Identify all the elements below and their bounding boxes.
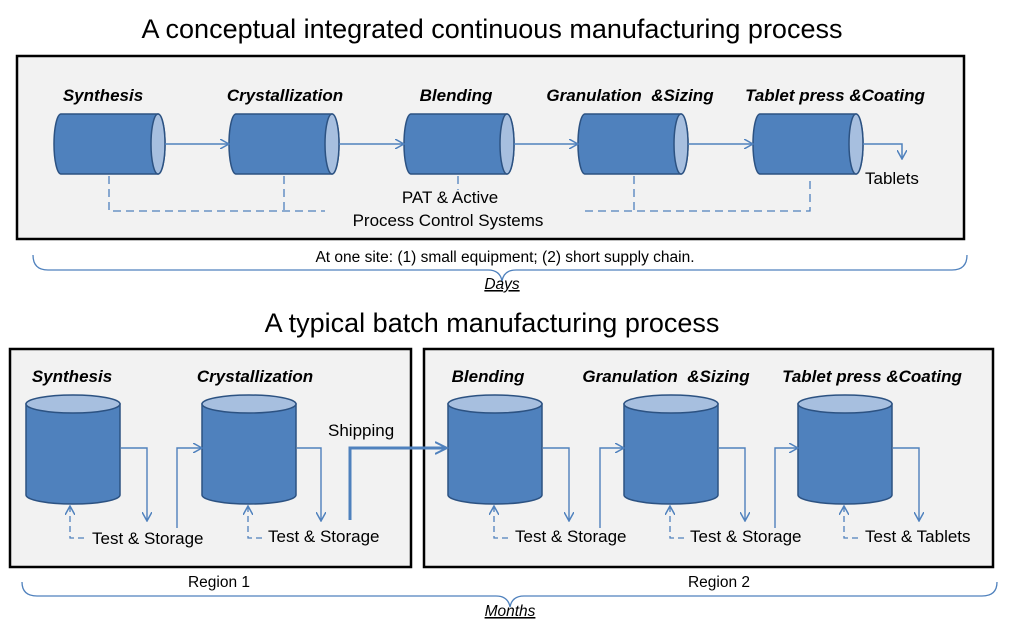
batch-vessel-tablet-press: [797, 394, 893, 505]
batch-vessel-granulation: [623, 394, 719, 505]
continuous-output-label: Tablets: [865, 169, 919, 188]
batch-test-label-1: Test & Storage: [92, 529, 204, 548]
batch-brace: [21, 581, 998, 608]
batch-vessel-synthesis: [25, 394, 121, 505]
batch-test-label-3: Test & Storage: [515, 527, 627, 546]
batch-vessel-blending: [447, 394, 543, 505]
region1-label: Region 1: [188, 574, 250, 591]
batch-stage-crystallization: Crystallization: [197, 367, 313, 386]
pat-label-line2: Process Control Systems: [353, 211, 544, 230]
batch-stage-tablet-press: Tablet press &Coating: [782, 367, 962, 386]
batch-flow-arrow-2: [176, 448, 201, 528]
continuous-vessel-synthesis: [53, 113, 166, 175]
continuous-vessel-crystallization: [228, 113, 340, 175]
shipping-arrow: [348, 448, 446, 520]
continuous-vessel-tablet-press: [752, 113, 864, 175]
batch-test-feedback-2: [248, 507, 262, 539]
batch-vessel-crystallization: [201, 394, 297, 505]
batch-test-label-4: Test & Storage: [690, 527, 802, 546]
continuous-duration: Days: [484, 276, 520, 293]
batch-stage-granulation: Granulation &Sizing: [582, 367, 750, 386]
batch-flow-arrow-1: [121, 447, 147, 520]
continuous-vessel-granulation: [577, 113, 689, 175]
batch-test-feedback-1: [70, 507, 84, 539]
pat-control-lines: [108, 176, 811, 212]
batch-test-label-5: Test & Tablets: [865, 527, 971, 546]
pat-label-line1: PAT & Active: [402, 188, 498, 207]
continuous-stage-granulation: Granulation &Sizing: [546, 86, 714, 105]
batch-flow-arrow-5: [599, 448, 623, 528]
batch-test-feedback-3: [494, 507, 508, 539]
batch-flow-arrow-7: [774, 448, 797, 528]
batch-stage-synthesis: Synthesis: [32, 367, 112, 386]
continuous-stage-crystallization: Crystallization: [227, 86, 343, 105]
batch-flow-arrow-3: [297, 447, 321, 520]
continuous-stage-tablet-press: Tablet press &Coating: [745, 86, 925, 105]
continuous-stage-blending: Blending: [420, 86, 493, 105]
batch-duration: Months: [485, 603, 536, 620]
continuous-vessel-blending: [403, 113, 515, 175]
continuous-title: A conceptual integrated continuous manuf…: [142, 14, 843, 44]
batch-stage-blending: Blending: [452, 367, 525, 386]
region2-label: Region 2: [688, 574, 750, 591]
batch-flow-arrow-6: [719, 447, 745, 520]
batch-flow-arrow-4: [543, 447, 569, 520]
batch-test-feedback-5: [844, 507, 858, 539]
continuous-stage-synthesis: Synthesis: [63, 86, 143, 105]
continuous-brace-note: At one site: (1) small equipment; (2) sh…: [315, 249, 694, 266]
batch-flow-arrow-8: [893, 447, 919, 520]
continuous-output-arrow: [863, 143, 902, 158]
batch-test-label-2: Test & Storage: [268, 527, 380, 546]
shipping-label: Shipping: [328, 421, 394, 440]
batch-test-feedback-4: [670, 507, 684, 539]
continuous-brace: [32, 254, 968, 282]
batch-title: A typical batch manufacturing process: [265, 308, 720, 338]
